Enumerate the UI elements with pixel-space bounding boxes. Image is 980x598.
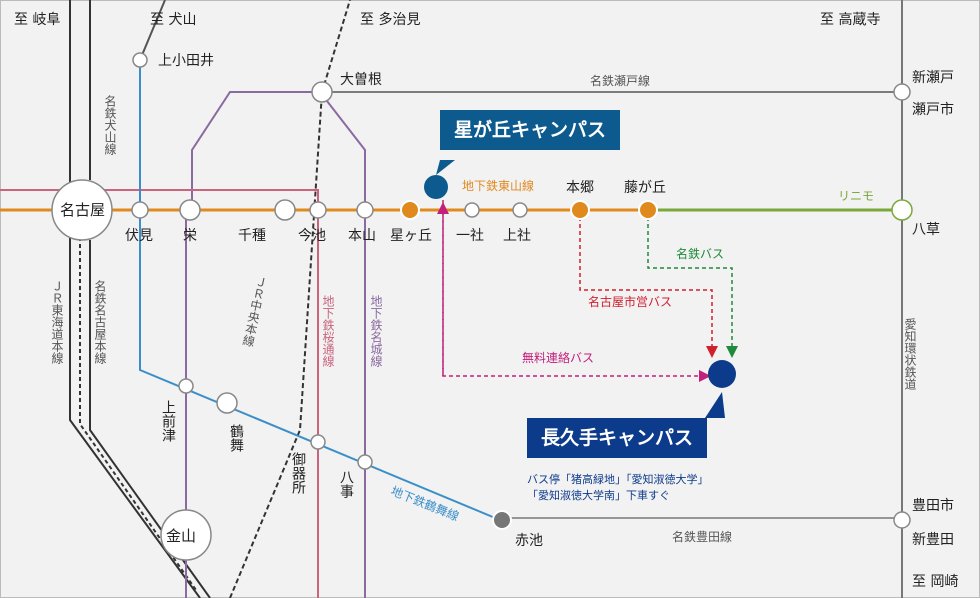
line-label-jr-tokaido: ＪＲ東海道本線 <box>50 280 64 364</box>
direction-labels: 至 岐阜 至 犬山 至 多治見 至 高蔵寺 至 岡崎 <box>14 11 958 590</box>
station-hongo[interactable] <box>570 200 590 220</box>
dir-tajimi: 至 多治見 <box>360 11 420 28</box>
station-ozone[interactable] <box>311 81 333 103</box>
station-fushimi[interactable] <box>131 201 149 219</box>
dir-okazaki: 至 岡崎 <box>912 574 958 590</box>
hoshigaoka-campus-marker[interactable] <box>424 175 448 199</box>
label-kamiyashiro: 上社 <box>503 228 531 244</box>
line-label-sakuradori: 地下鉄桜通線 <box>321 295 335 367</box>
station-imaike[interactable] <box>309 201 327 219</box>
label-fujigaoka: 藤が丘 <box>624 180 666 196</box>
sakuradori-line <box>0 189 319 598</box>
station-nagoya[interactable] <box>51 179 113 241</box>
dir-gifu: 至 岐阜 <box>14 11 60 28</box>
label-fushimi: 伏見 <box>125 228 153 244</box>
label-setoshi: 瀬戸市 <box>912 101 954 118</box>
label-shintoyota: 新豊田 <box>912 532 954 548</box>
line-label-meitetsu-inuyama: 名鉄犬山線 <box>103 94 117 155</box>
label-issha: 一社 <box>456 228 484 244</box>
nagakute-callout-pointer <box>705 392 725 418</box>
line-label-meitetsu-toyota: 名鉄豊田線 <box>672 529 732 544</box>
station-yagoto[interactable] <box>357 454 373 470</box>
bus-stop-info-line1: バス停「猪高緑地」「愛知淑徳大学」 <box>527 473 709 486</box>
bus-stop-info: バス停「猪高緑地」「愛知淑徳大学」 「愛知淑徳大学南」下車すぐ <box>527 472 709 504</box>
route-label-meitetsu-bus: 名鉄バス <box>676 246 724 261</box>
line-label-meitetsu-seto: 名鉄瀬戸線 <box>590 73 650 88</box>
meijo-line <box>191 91 366 598</box>
label-chikusa: 千種 <box>238 228 266 244</box>
label-sakae: 栄 <box>183 228 197 244</box>
hoshigaoka-callout-pointer <box>436 160 455 175</box>
meitetsu-bus-route <box>647 210 738 358</box>
label-yagusa: 八草 <box>912 222 940 238</box>
label-shinseto: 新瀬戸 <box>912 70 954 86</box>
stations <box>51 52 913 561</box>
label-kamiotai: 上小田井 <box>158 53 214 69</box>
label-yagoto: 八事 <box>338 470 354 498</box>
station-gokiso[interactable] <box>310 434 326 450</box>
station-sakae[interactable] <box>179 199 201 221</box>
meitetsu-nagoya-line <box>69 0 201 598</box>
label-hoshigaoka: 星ヶ丘 <box>390 228 432 244</box>
station-shinseto[interactable] <box>893 83 911 101</box>
station-toyotashi[interactable] <box>893 511 911 529</box>
station-chikusa[interactable] <box>274 199 296 221</box>
route-label-city-bus: 名古屋市営バス <box>588 294 672 309</box>
line-label-meitetsu-nagoya: 名鉄名古屋本線 <box>93 279 107 364</box>
line-label-aikan: 愛知環状鉄道 <box>903 318 917 390</box>
label-kanayama: 金山 <box>166 527 196 545</box>
dir-inuyama: 至 犬山 <box>150 12 196 28</box>
label-gokiso: 御器所 <box>290 452 306 494</box>
label-hongo: 本郷 <box>566 180 594 196</box>
station-motoyama[interactable] <box>356 201 374 219</box>
vertical-station-labels: 上前津 鶴舞 御器所 八事 <box>160 400 354 498</box>
label-tsurumai: 鶴舞 <box>228 423 244 452</box>
label-imaike: 今池 <box>298 228 326 244</box>
nagakute-campus-label[interactable]: 長久手キャンパス <box>527 418 708 458</box>
label-nagoya: 名古屋 <box>60 201 105 219</box>
tsurumai-line <box>139 60 501 521</box>
station-fujigaoka[interactable] <box>638 200 658 220</box>
station-labels: 名古屋 伏見 栄 千種 今池 本山 星ヶ丘 一社 上社 本郷 藤が丘 八草 上小… <box>60 53 954 549</box>
station-issha[interactable] <box>464 202 480 218</box>
station-kamimaezu[interactable] <box>178 378 194 394</box>
label-motoyama: 本山 <box>348 228 376 244</box>
line-label-meijo: 地下鉄名城線 <box>369 295 383 367</box>
jr-tokaido-line <box>79 230 197 591</box>
line-label-higashiyama: 地下鉄東山線 <box>462 178 534 193</box>
station-kamiotai[interactable] <box>132 52 148 68</box>
station-yagusa[interactable] <box>891 199 913 221</box>
label-toyotashi: 豊田市 <box>912 497 954 514</box>
station-tsurumai[interactable] <box>216 392 238 414</box>
hoshigaoka-campus-label[interactable]: 星が丘キャンパス <box>440 110 621 150</box>
label-kamimaezu: 上前津 <box>160 400 176 442</box>
route-label-shuttle: 無料連絡バス <box>522 350 594 365</box>
jr-chuo-line <box>229 0 351 598</box>
station-akaike[interactable] <box>492 510 512 530</box>
station-kanayama[interactable] <box>160 509 212 561</box>
dir-kozoji: 至 高蔵寺 <box>820 11 880 28</box>
station-kamiyashiro[interactable] <box>512 202 528 218</box>
label-akaike: 赤池 <box>515 533 543 549</box>
line-label-linimo: リニモ <box>838 189 874 203</box>
label-ozone: 大曽根 <box>340 72 382 88</box>
station-hoshigaoka[interactable] <box>400 200 420 220</box>
nagakute-campus-marker[interactable] <box>708 360 736 388</box>
bus-route-labels: 名鉄バス 名古屋市営バス 無料連絡バス <box>522 246 724 365</box>
bus-stop-info-line2: 「愛知淑徳大学南」下車すぐ <box>527 489 670 502</box>
